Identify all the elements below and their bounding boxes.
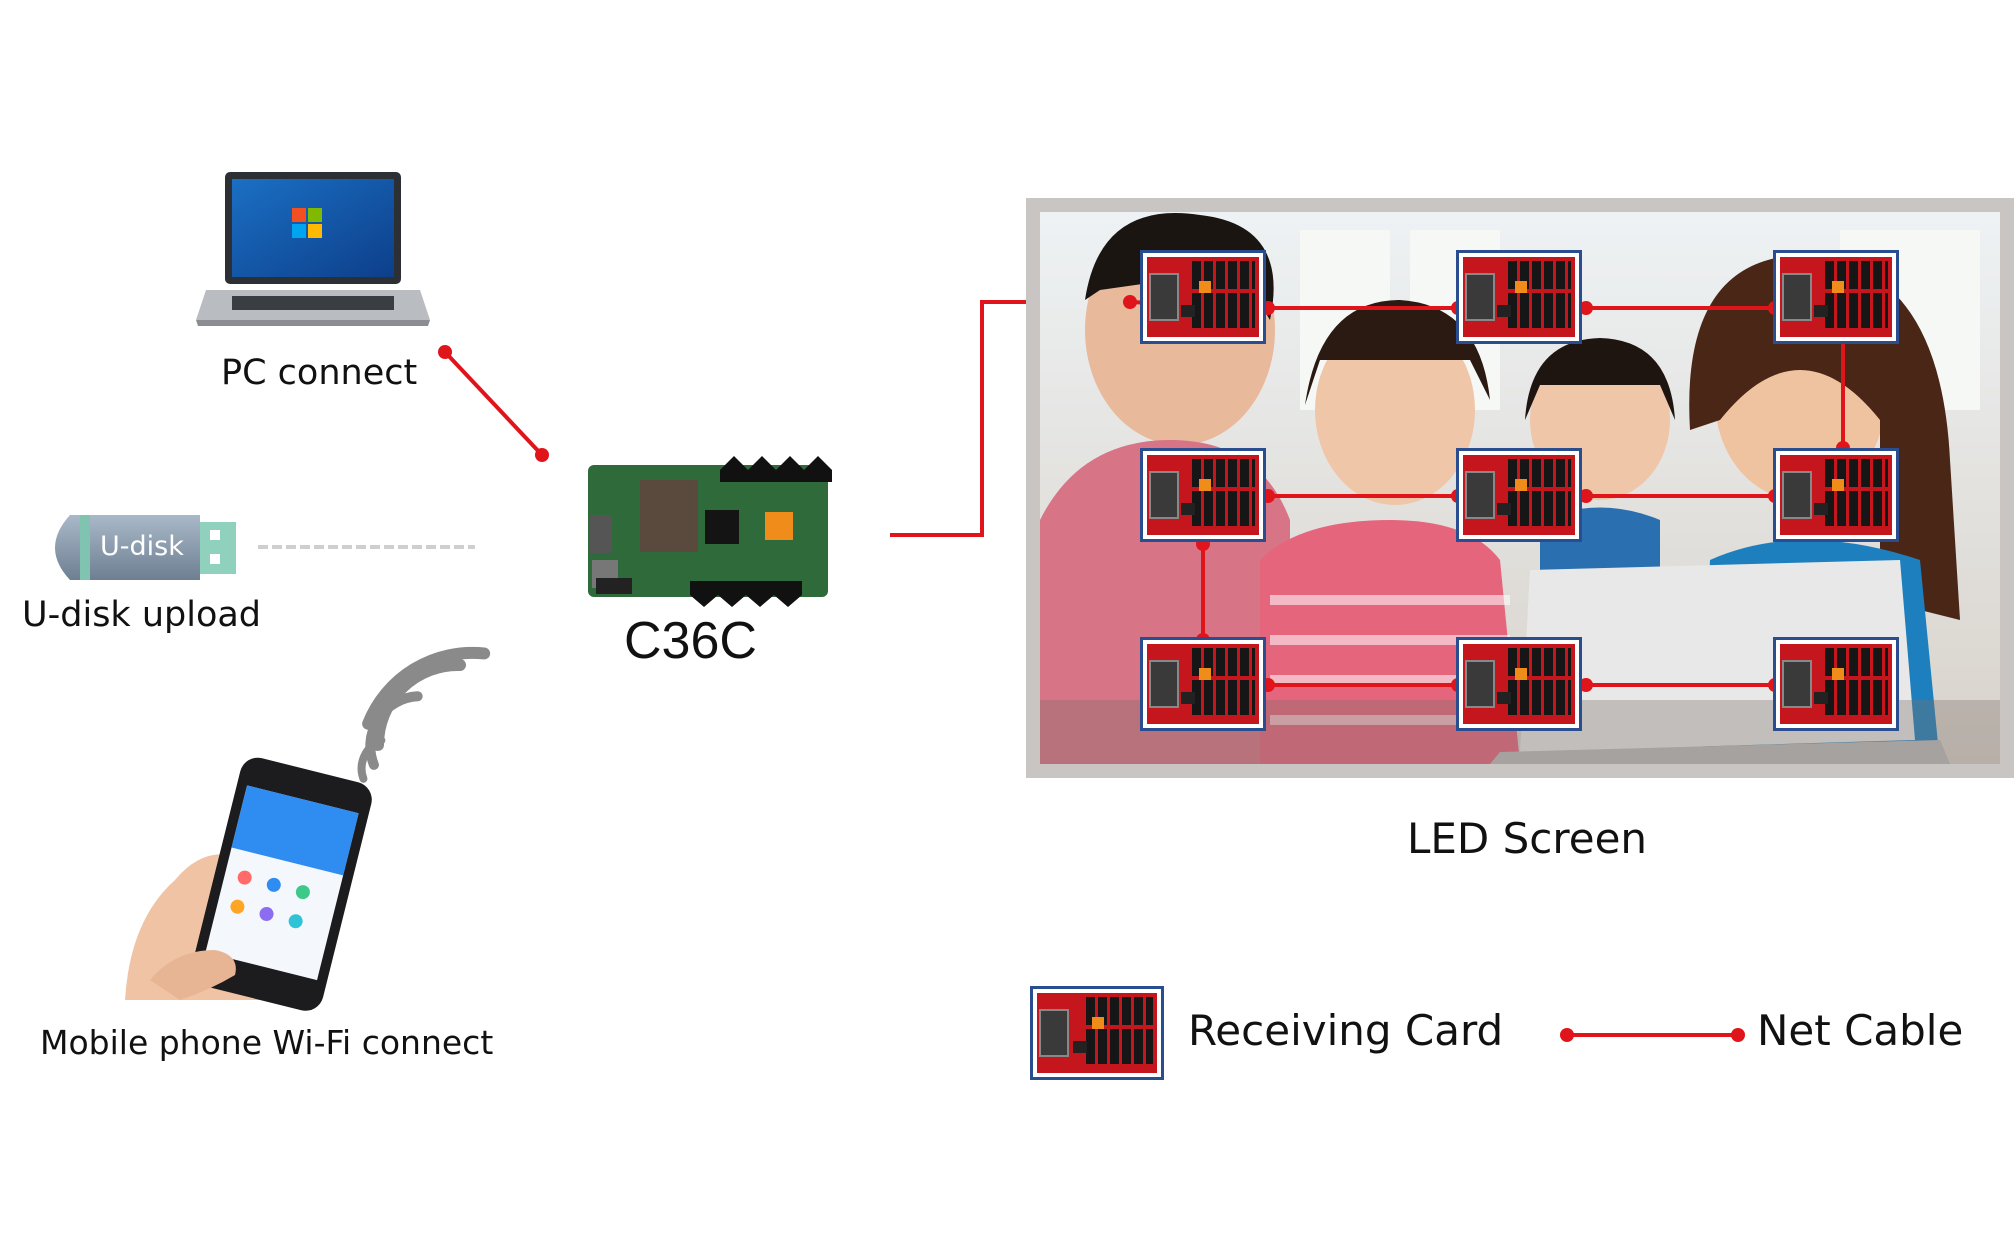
udisk-device-label: U-disk: [100, 531, 184, 562]
receiving-card-icon: [1456, 250, 1582, 344]
receiving-card-icon: [1456, 637, 1582, 731]
laptop-icon: [196, 172, 430, 326]
phone-icon: [125, 757, 372, 1011]
led-screen-label: LED Screen: [1407, 814, 1648, 863]
receiving-card-icon: [1140, 637, 1266, 731]
pc-link-dot-start: [438, 345, 452, 359]
legend-receiving-card-label: Receiving Card: [1188, 1006, 1504, 1055]
legend-receiving-card-icon: [1030, 986, 1164, 1080]
pc-link-line: [443, 350, 544, 457]
receiving-card-icon: [1773, 250, 1899, 344]
receiving-card-icon: [1773, 637, 1899, 731]
mobile-wifi-label: Mobile phone Wi-Fi connect: [40, 1023, 494, 1062]
wifi-signal-icon: [357, 646, 491, 783]
receiving-card-icon: [1456, 448, 1582, 542]
legend-net-cable-label: Net Cable: [1757, 1006, 1964, 1055]
pc-connect-label: PC connect: [221, 353, 418, 393]
controller-model-label: C36C: [624, 612, 757, 670]
controller-board-icon: [588, 456, 832, 607]
pc-link-dot-end: [535, 448, 549, 462]
udisk-upload-label: U-disk upload: [22, 595, 262, 635]
receiving-card-icon: [1773, 448, 1899, 542]
usb-drive-icon: [55, 515, 236, 580]
receiving-card-icon: [1140, 448, 1266, 542]
receiving-card-icon: [1140, 250, 1266, 344]
